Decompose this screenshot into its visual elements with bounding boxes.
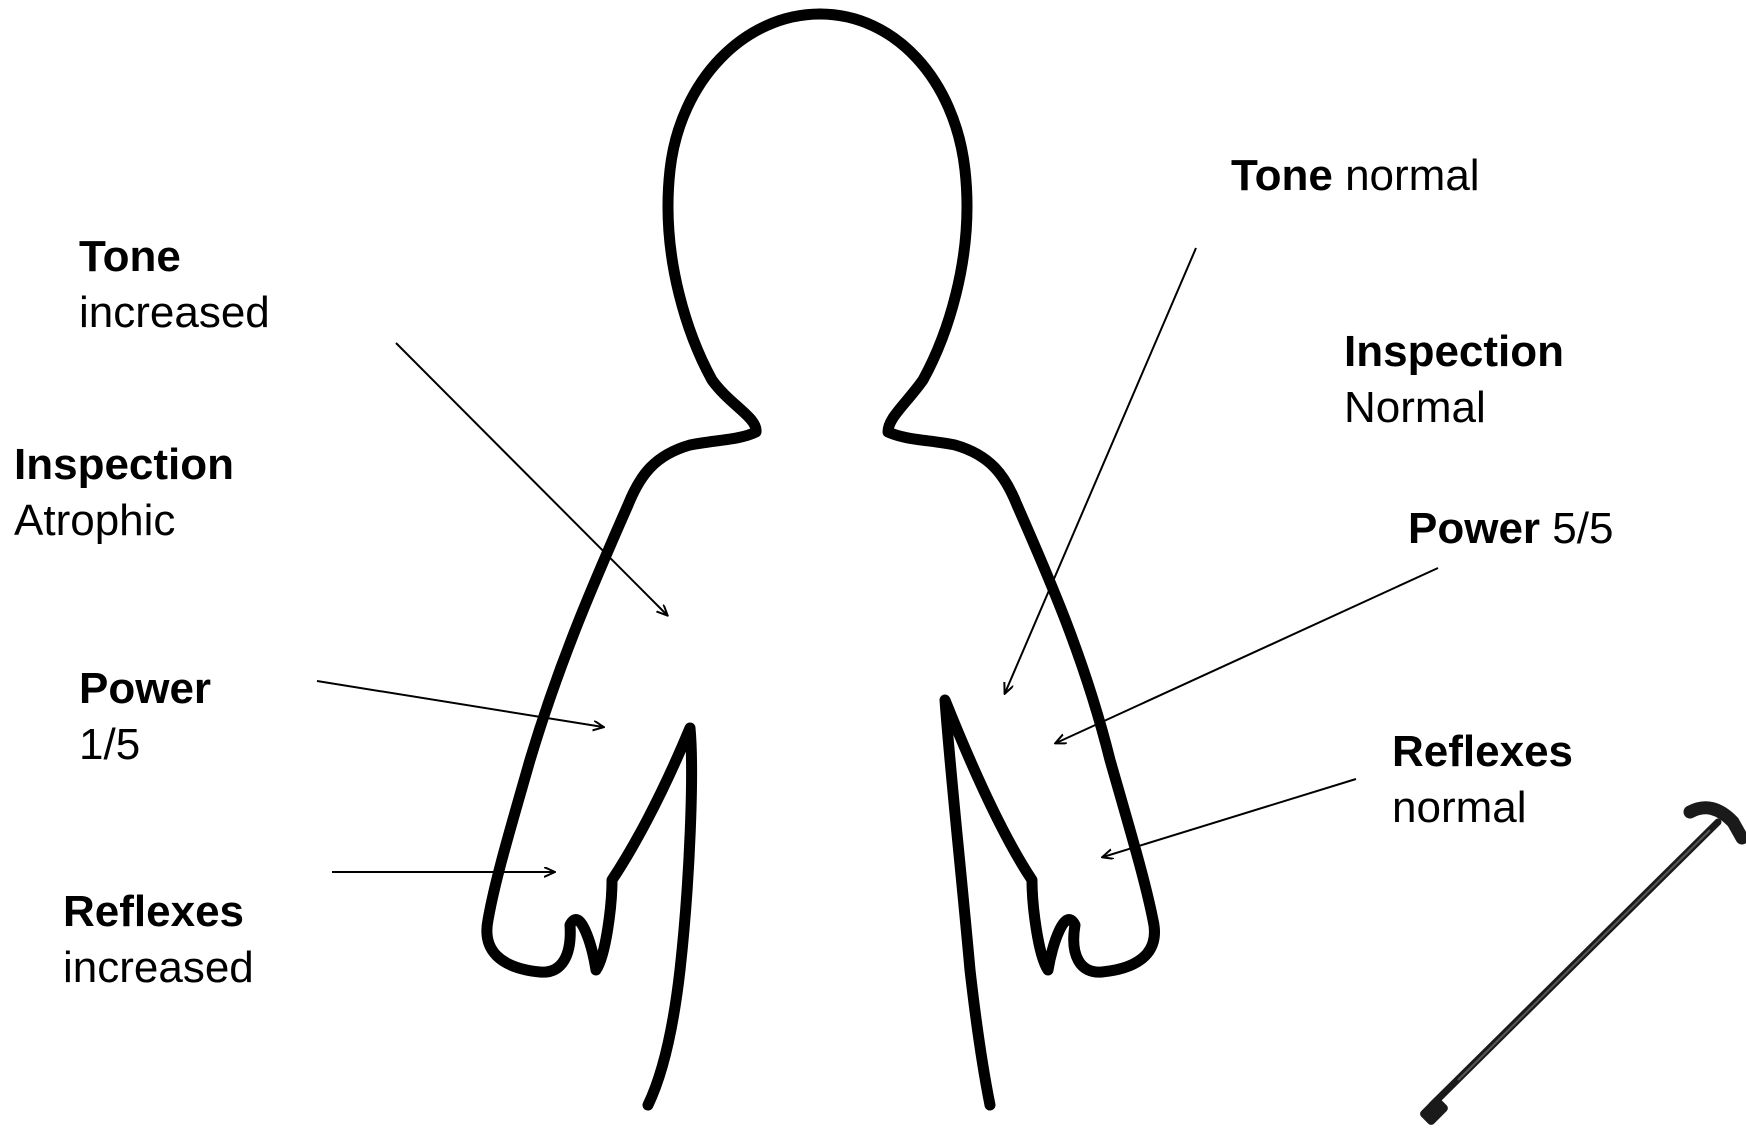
right-tone-label: Tone normal bbox=[1231, 148, 1480, 204]
left-power-heading: Power bbox=[79, 664, 211, 713]
body-outline-icon bbox=[487, 14, 1155, 1105]
body-right-contour bbox=[820, 14, 1154, 1105]
arrow-tone-left bbox=[396, 343, 667, 615]
left-reflexes-label: Reflexes increased bbox=[63, 884, 254, 996]
walking-cane-icon bbox=[1418, 808, 1742, 1127]
right-reflexes-label: Reflexes normal bbox=[1392, 724, 1573, 836]
left-tone-heading: Tone bbox=[79, 232, 181, 281]
right-inspection-value: Normal bbox=[1344, 383, 1486, 432]
left-inspection-value: Atrophic bbox=[14, 496, 175, 545]
left-tone-value: increased bbox=[79, 288, 270, 337]
right-inspection-label: Inspection Normal bbox=[1344, 324, 1564, 436]
left-tone-label: Tone increased bbox=[79, 229, 270, 341]
left-reflexes-heading: Reflexes bbox=[63, 887, 244, 936]
arrow-tone-right bbox=[1005, 248, 1196, 693]
arrow-power-right bbox=[1056, 568, 1438, 743]
left-reflexes-value: increased bbox=[63, 943, 254, 992]
right-tone-heading: Tone bbox=[1231, 151, 1333, 200]
right-reflexes-heading: Reflexes bbox=[1392, 727, 1573, 776]
left-inspection-heading: Inspection bbox=[14, 440, 234, 489]
right-tone-value: normal bbox=[1345, 151, 1480, 200]
right-power-value: 5/5 bbox=[1552, 504, 1613, 553]
arrows-left bbox=[317, 343, 667, 872]
arrow-power-left bbox=[317, 681, 603, 727]
left-power-value: 1/5 bbox=[79, 720, 140, 769]
right-power-heading: Power bbox=[1408, 504, 1540, 553]
left-inspection-label: Inspection Atrophic bbox=[14, 437, 234, 549]
right-inspection-heading: Inspection bbox=[1344, 327, 1564, 376]
arrow-reflexes-right bbox=[1103, 779, 1356, 857]
body-left-contour bbox=[487, 14, 820, 1105]
right-reflexes-value: normal bbox=[1392, 783, 1527, 832]
left-power-label: Power 1/5 bbox=[79, 661, 211, 773]
right-power-label: Power 5/5 bbox=[1408, 501, 1613, 557]
